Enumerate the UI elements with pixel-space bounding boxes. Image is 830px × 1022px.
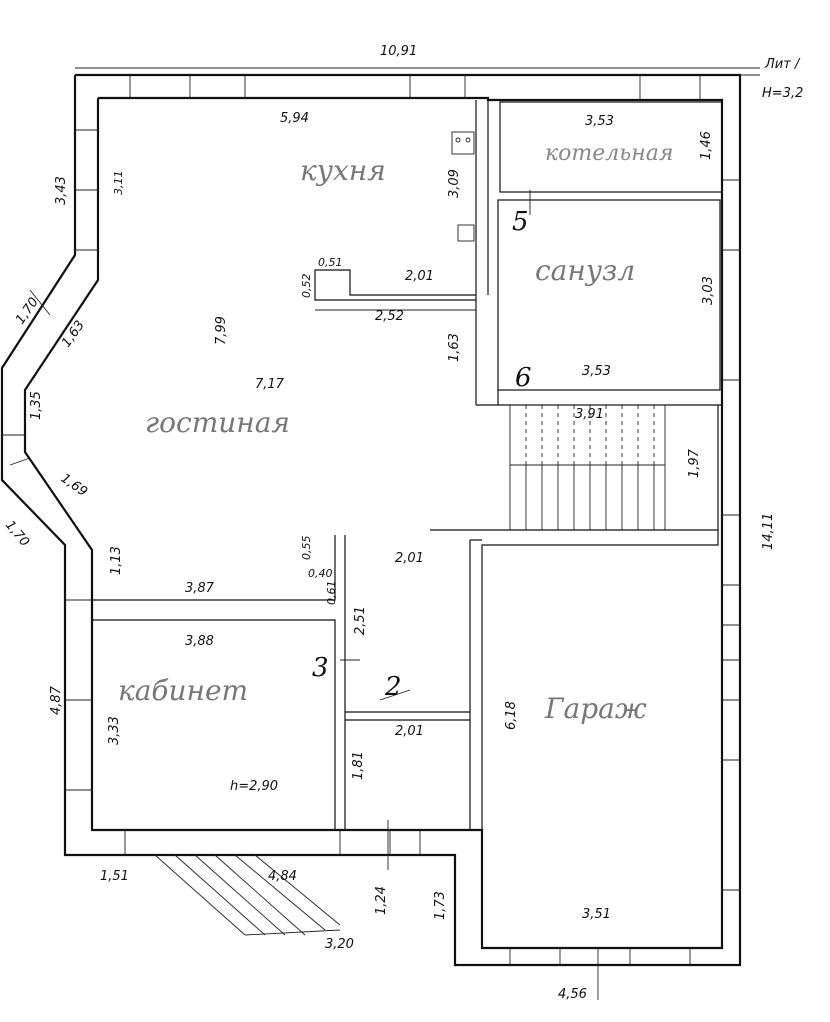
- dim-3-20: 3,20: [325, 937, 354, 952]
- dim-2-51: 2,51: [353, 606, 368, 635]
- dim-2-01-lower: 2,01: [395, 724, 424, 739]
- study-walls-inner: [92, 619, 336, 830]
- dim-7-17: 7,17: [255, 377, 285, 392]
- dim-6-18: 6,18: [504, 701, 519, 730]
- marker-3: 3: [312, 653, 329, 683]
- marker-6: 6: [515, 363, 532, 393]
- staircase: [509, 404, 666, 531]
- dim-0-40: 0,40: [308, 567, 333, 580]
- stove-icon: [451, 131, 475, 155]
- lit-label: Лит /: [764, 57, 801, 72]
- dim-1-51: 1,51: [100, 869, 129, 884]
- room-bathroom: санузл: [535, 254, 635, 287]
- dim-3-33: 3,33: [107, 716, 122, 745]
- dim-1-73: 1,73: [433, 891, 448, 920]
- dim-0-52: 0,52: [300, 274, 313, 299]
- dim-1-24: 1,24: [374, 886, 389, 915]
- bathroom-walls: [497, 199, 721, 391]
- dim-1-70-bottom: 1,70: [2, 518, 32, 550]
- kitchen-partition: [314, 269, 476, 301]
- room-boiler: котельная: [545, 141, 673, 166]
- dim-4-56: 4,56: [558, 987, 587, 1002]
- dim-2-52: 2,52: [375, 309, 404, 324]
- dim-0-51: 0,51: [318, 256, 343, 269]
- dim-2-01-hall: 2,01: [395, 551, 424, 566]
- dim-3-51: 3,51: [582, 907, 611, 922]
- dim-1-81: 1,81: [351, 751, 366, 780]
- dim-5-94: 5,94: [280, 111, 309, 126]
- dim-4-84: 4,84: [268, 869, 297, 884]
- study-height: h=2,90: [230, 779, 278, 794]
- dim-3-88: 3,88: [185, 634, 214, 649]
- dim-1-97: 1,97: [687, 448, 702, 478]
- room-kitchen: кухня: [300, 154, 386, 187]
- dim-2-01-kitchen: 2,01: [405, 269, 434, 284]
- wall-ticks: [2, 75, 740, 965]
- dim-1-35: 1,35: [29, 391, 44, 420]
- study-walls: [92, 535, 336, 601]
- dim-3-09: 3,09: [447, 169, 462, 198]
- garage-walls: [430, 529, 719, 830]
- dim-3-91: 3,91: [575, 407, 604, 422]
- outer-wall-outer: [0, 73, 742, 967]
- dim-3-87: 3,87: [185, 581, 215, 596]
- dim-4-87: 4,87: [49, 685, 64, 715]
- dimension-lines: [75, 67, 760, 1000]
- dim-3-03: 3,03: [701, 276, 716, 305]
- dim-10-91: 10,91: [380, 44, 417, 59]
- room-living: гостиная: [145, 406, 290, 439]
- dim-3-11: 3,11: [112, 171, 125, 196]
- dim-3-53-bath: 3,53: [582, 364, 611, 379]
- front-steps: [154, 854, 341, 936]
- marker-2: 2: [384, 672, 402, 702]
- dim-1-13: 1,13: [109, 546, 124, 575]
- outer-wall-inner: [23, 96, 724, 950]
- dim-3-43: 3,43: [54, 176, 69, 205]
- height-label: H=3,2: [762, 86, 803, 101]
- dim-0-55: 0,55: [300, 536, 313, 561]
- dim-3-53-top: 3,53: [585, 114, 614, 129]
- boiler-room-walls: [499, 101, 723, 193]
- dim-0-61: 0,61: [325, 581, 338, 606]
- sink-icon: [457, 224, 475, 242]
- dim-1-46: 1,46: [699, 131, 714, 160]
- dim-7-99: 7,99: [214, 316, 229, 345]
- dim-14-11: 14,11: [761, 513, 776, 550]
- marker-5: 5: [512, 207, 529, 237]
- dim-1-69: 1,69: [58, 471, 90, 500]
- dim-1-63-left: 1,63: [59, 318, 88, 350]
- room-study: кабинет: [118, 674, 248, 707]
- dim-1-63-right: 1,63: [447, 333, 462, 362]
- room-garage: Гараж: [544, 692, 647, 725]
